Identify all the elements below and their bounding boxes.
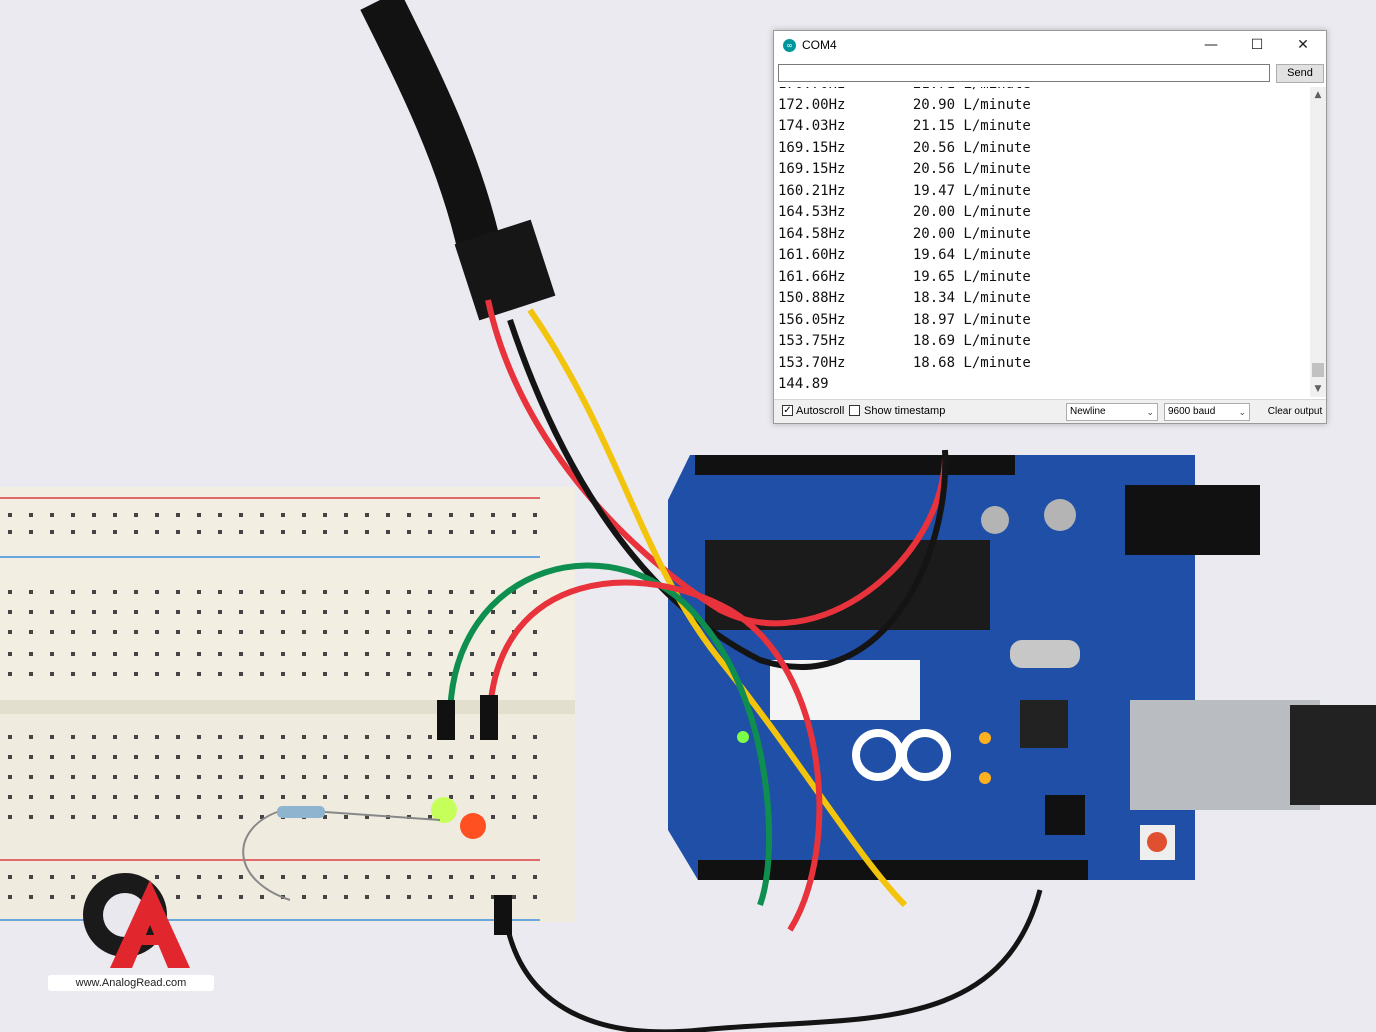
serial-monitor-window: ∞ COM4 — ☐ ✕ Send 170.70Hz 21.71 L/minut… <box>773 30 1327 424</box>
serial-output: 170.70Hz 21.71 L/minute 172.00Hz 20.90 L… <box>776 87 1310 397</box>
scrollbar-thumb[interactable] <box>1312 363 1324 377</box>
output-line: 150.88Hz 18.34 L/minute <box>778 290 1031 306</box>
resistor <box>277 806 325 818</box>
black-wire <box>507 319 949 670</box>
output-line-partial: 170.70Hz 21.71 L/minute <box>778 87 1031 97</box>
chevron-down-icon: ⌄ <box>1238 407 1246 417</box>
close-icon[interactable]: ✕ <box>1297 37 1309 53</box>
arduino-icon: ∞ <box>783 39 796 52</box>
scroll-down-icon[interactable]: ▼ <box>1314 384 1322 394</box>
output-line: 161.66Hz 19.65 L/minute <box>778 269 1031 285</box>
output-line: 164.58Hz 20.00 L/minute <box>778 226 1031 242</box>
yellow-wire <box>527 308 908 908</box>
chevron-down-icon: ⌄ <box>1146 407 1154 417</box>
line-ending-value: Newline <box>1070 406 1106 417</box>
sensor-cable <box>360 0 502 255</box>
window-title: COM4 <box>802 38 837 52</box>
title-bar: ∞ COM4 — ☐ ✕ <box>774 31 1326 60</box>
analogread-logo <box>83 873 190 968</box>
black-wire-2 <box>502 889 1043 1032</box>
output-line: 160.21Hz 19.47 L/minute <box>778 183 1031 199</box>
baud-value: 9600 baud <box>1168 406 1216 417</box>
output-line: 169.15Hz 20.56 L/minute <box>778 140 1031 156</box>
output-line: 153.75Hz 18.69 L/minute <box>778 333 1031 349</box>
line-ending-select[interactable]: Newline ⌄ <box>1066 403 1158 421</box>
minimize-icon[interactable]: — <box>1204 37 1218 53</box>
output-line: 164.53Hz 20.00 L/minute <box>778 204 1031 220</box>
output-line: 156.05Hz 18.97 L/minute <box>778 312 1031 328</box>
scroll-up-icon[interactable]: ▲ <box>1314 90 1322 100</box>
maximize-icon[interactable]: ☐ <box>1250 37 1264 53</box>
red-wire <box>485 299 948 627</box>
green-led <box>431 797 457 823</box>
output-line: 153.70Hz 18.68 L/minute <box>778 355 1031 371</box>
red-wire-2 <box>487 579 823 932</box>
clear-output-button[interactable]: Clear output <box>1267 406 1323 417</box>
output-line: 144.89 <box>778 376 829 392</box>
timestamp-checkbox[interactable] <box>849 405 860 416</box>
baud-select[interactable]: 9600 baud ⌄ <box>1164 403 1250 421</box>
serial-input[interactable] <box>778 64 1270 82</box>
green-wire <box>447 562 773 907</box>
send-button[interactable]: Send <box>1276 64 1324 83</box>
output-line: 161.60Hz 19.64 L/minute <box>778 247 1031 263</box>
autoscroll-label: Autoscroll <box>796 405 845 417</box>
output-line: 169.15Hz 20.56 L/minute <box>778 161 1031 177</box>
output-line: 174.03Hz 21.15 L/minute <box>778 118 1031 134</box>
status-bar: ✓ Autoscroll Show timestamp Newline ⌄ 96… <box>774 399 1326 423</box>
vertical-scrollbar[interactable]: ▲ ▼ <box>1310 87 1326 397</box>
arduino-board <box>668 455 1376 880</box>
red-led <box>460 813 486 839</box>
autoscroll-checkbox[interactable]: ✓ <box>782 405 793 416</box>
logo-url: www.AnalogRead.com <box>48 975 214 991</box>
output-line: 172.00Hz 20.90 L/minute <box>778 97 1031 113</box>
timestamp-label: Show timestamp <box>864 405 946 417</box>
